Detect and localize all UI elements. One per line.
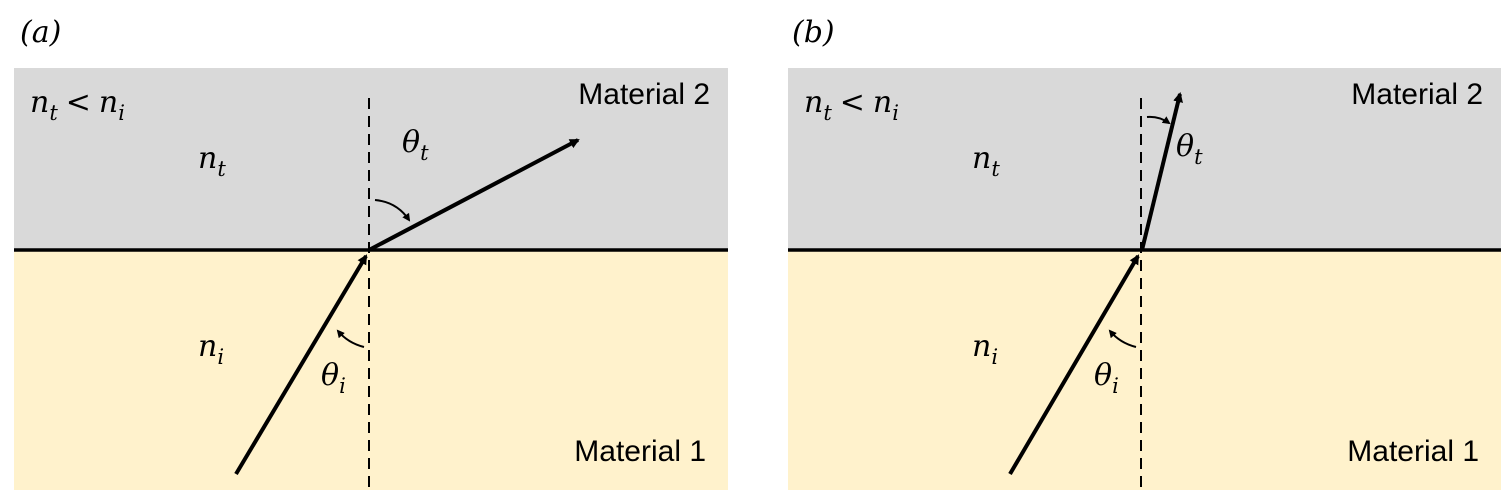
panel-b-theta-t-label: θt: [1176, 129, 1203, 169]
panel-b-upper-material: Material 2: [1351, 78, 1483, 111]
panel-a-theta-i-arc: [336, 329, 365, 348]
panel-a-upper-material: Material 2: [578, 78, 710, 111]
panel-a-tag: (a): [20, 15, 61, 50]
panel-a-lower-index: ni: [198, 329, 224, 369]
panel-a-upper-index: nt: [198, 141, 226, 181]
panel-b-lower-index: ni: [972, 329, 998, 369]
panel-b-tag: (b): [792, 15, 835, 50]
panel-a-incident-ray: [234, 254, 368, 476]
panel-a-theta-i-label: θi: [321, 358, 346, 398]
panel-a: (a) nt<ni nt ni θt θi Material 2 Materia…: [14, 15, 728, 490]
panel-b-upper-medium: [788, 68, 1501, 250]
panel-a-theta-t-arc: [374, 199, 411, 222]
panel-a-upper-medium: [14, 68, 728, 250]
panel-b-theta-i-arc: [1108, 329, 1137, 348]
panel-b-theta-t-arc: [1146, 115, 1171, 125]
panel-a-lower-material: Material 1: [574, 435, 706, 468]
panel-b-lower-material: Material 1: [1347, 435, 1479, 468]
panel-a-lower-medium: [14, 250, 728, 490]
panel-b-theta-i-label: θi: [1094, 358, 1119, 398]
panel-b-condition: nt<ni: [804, 85, 899, 125]
panel-b-upper-index: nt: [972, 141, 1000, 181]
panel-b-transmitted-ray: [1140, 92, 1183, 251]
panel-b-lower-medium: [788, 250, 1501, 490]
panel-b-incident-ray: [1008, 254, 1140, 476]
panel-b: (b) nt<ni nt ni θt θi Material 2 Materia…: [788, 15, 1501, 490]
panel-a-transmitted-ray: [368, 138, 580, 252]
panel-a-theta-t-label: θt: [402, 125, 429, 165]
panel-a-condition: nt<ni: [30, 85, 125, 125]
